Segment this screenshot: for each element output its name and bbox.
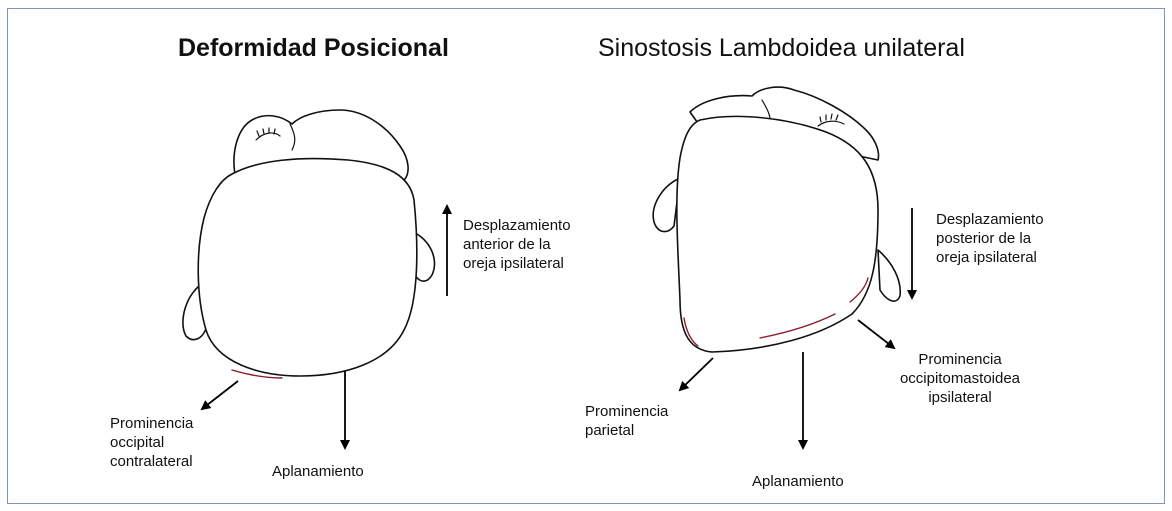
right-flattening-label: Aplanamiento (752, 472, 844, 491)
left-head-skull (198, 159, 417, 376)
right-ear-shift-label: Desplazamiento posterior de la oreja ips… (936, 210, 1044, 267)
right-parietal-label: Prominencia parietal (585, 402, 668, 440)
left-flattening-label: Aplanamiento (272, 462, 364, 481)
right-head-illustration (653, 87, 900, 352)
right-mastoid-label: Prominencia occipitomastoidea ipsilatera… (880, 350, 1040, 407)
right-mastoid-arrow (858, 320, 894, 348)
left-ear-shift-label: Desplazamiento anterior de la oreja ipsi… (463, 216, 571, 273)
left-occipital-label: Prominencia occipital contralateral (110, 414, 193, 471)
left-occipital-arrow (202, 381, 238, 409)
right-head-skull (677, 116, 878, 352)
right-head-right-ear (878, 250, 900, 301)
left-head-illustration (183, 110, 435, 378)
right-head-left-ear (653, 178, 680, 232)
right-parietal-arrow (680, 358, 713, 390)
